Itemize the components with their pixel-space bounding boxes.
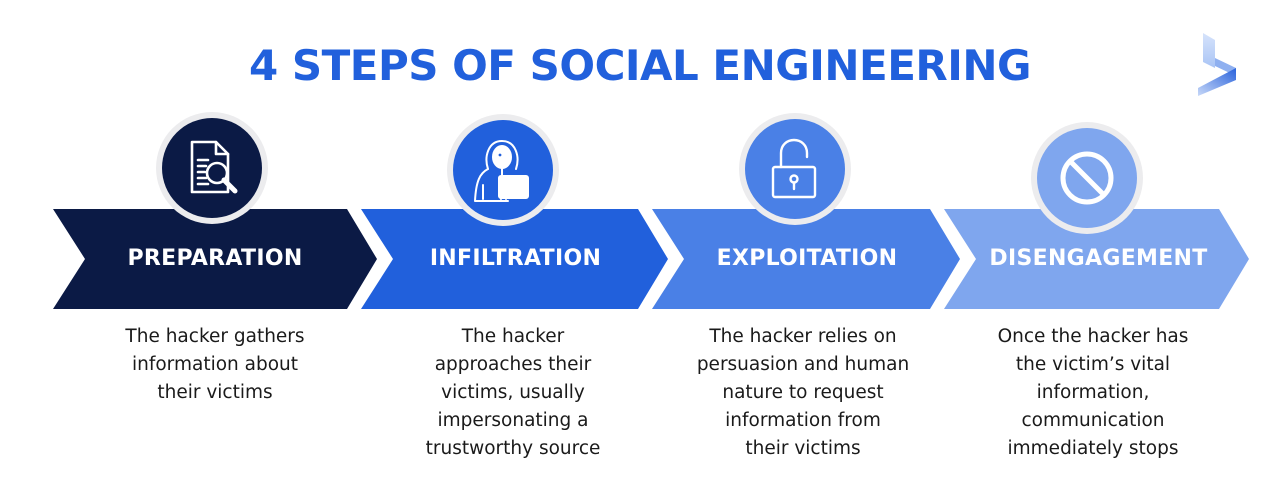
- hooded-hacker-laptop-icon: [474, 140, 529, 202]
- step-icon-disc: [453, 120, 553, 220]
- step-label-infiltration: INFILTRATION: [429, 246, 602, 271]
- step-icon-ring-disengagement: [1031, 122, 1143, 234]
- step-label-preparation: PREPARATION: [127, 246, 303, 271]
- chevron-disengagement: [944, 209, 1249, 309]
- step-icon-disc: [745, 119, 845, 219]
- step-description-preparation: The hacker gathers information about the…: [125, 326, 305, 403]
- step-icon-ring-infiltration: [447, 114, 559, 226]
- step-icon-ring-exploitation: [739, 113, 851, 225]
- chevron-exploitation: [652, 209, 960, 309]
- step-icon-disc: [1037, 128, 1137, 228]
- brand-chevron-logo-icon: [1198, 33, 1236, 96]
- chevron-infiltration: [361, 209, 668, 309]
- chevron-preparation: [53, 209, 377, 309]
- step-icon-ring-preparation: [156, 112, 268, 224]
- prohibited-icon: [1060, 151, 1114, 205]
- page-title: 4 STEPS OF SOCIAL ENGINEERING: [249, 41, 1031, 90]
- step-description-exploitation: The hacker relies on persuasion and huma…: [696, 326, 910, 459]
- step-label-disengagement: DISENGAGEMENT: [989, 246, 1208, 271]
- step-label-exploitation: EXPLOITATION: [716, 246, 898, 271]
- step-icon-disc: [162, 118, 262, 218]
- step-description-disengagement: Once the hacker has the victim’s vital i…: [997, 326, 1189, 459]
- step-description-infiltration: The hacker approaches their victims, usu…: [425, 326, 601, 459]
- unlocked-padlock-icon: [771, 138, 817, 199]
- document-search-icon: [190, 140, 238, 194]
